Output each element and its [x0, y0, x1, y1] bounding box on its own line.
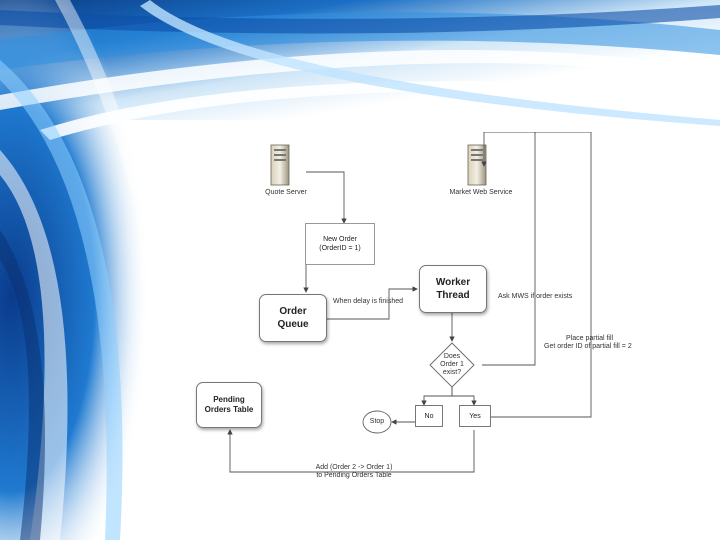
- decision-line-2: Order 1: [440, 361, 464, 368]
- order-queue-line-1: Order: [279, 306, 307, 317]
- pending-line-2: Orders Table: [204, 405, 254, 414]
- stop-label: Stop: [369, 418, 385, 425]
- decision-diamond: [429, 342, 475, 388]
- no-label: No: [424, 412, 434, 420]
- new-order-line-1: New Order: [323, 236, 357, 243]
- quote-server-label: Quote Server: [265, 189, 307, 196]
- worker-thread-line-1: Worker: [435, 277, 471, 288]
- edge-label-when-delay: When delay is finished: [333, 298, 404, 305]
- quote-server-icon: [270, 144, 290, 186]
- worker-thread-line-2: Thread: [436, 290, 470, 301]
- yes-box: Yes: [459, 405, 491, 427]
- edge-label-place-partial: Place partial fill: [566, 335, 614, 342]
- market-web-service-icon: [467, 144, 487, 186]
- decision-text: Does Order 1 exist?: [432, 353, 472, 377]
- worker-thread-box: Worker Thread: [419, 265, 487, 313]
- order-queue-box: Order Queue: [259, 294, 327, 342]
- stop-oval: [362, 410, 392, 434]
- flowchart-panel: Quote Server Market Web Service New Orde…: [193, 132, 640, 482]
- to-pending-line: to Pending Orders Table: [316, 472, 392, 479]
- add-order-line: Add (Order 2 -> Order 1): [315, 464, 393, 471]
- decision-line-3: exist?: [442, 369, 462, 376]
- pending-orders-table-box: Pending Orders Table: [196, 382, 262, 428]
- pending-line-1: Pending: [213, 395, 245, 404]
- edge-label-add-order: Add (Order 2 -> Order 1) to Pending Orde…: [299, 464, 409, 480]
- flowchart-connectors: [227, 132, 592, 473]
- order-queue-line-2: Queue: [277, 319, 309, 330]
- no-box: No: [415, 405, 443, 427]
- yes-label: Yes: [469, 412, 481, 420]
- new-order-line-2: (OrderID = 1): [319, 245, 361, 252]
- new-order-box: New Order (OrderID = 1): [305, 223, 375, 265]
- market-web-service-label: Market Web Service: [449, 189, 513, 196]
- edge-label-get-order-id: Get order ID of partial fill = 2: [544, 343, 632, 350]
- decision-line-1: Does: [443, 353, 461, 360]
- edge-label-ask-mws: Ask MWS if order exists: [498, 293, 573, 300]
